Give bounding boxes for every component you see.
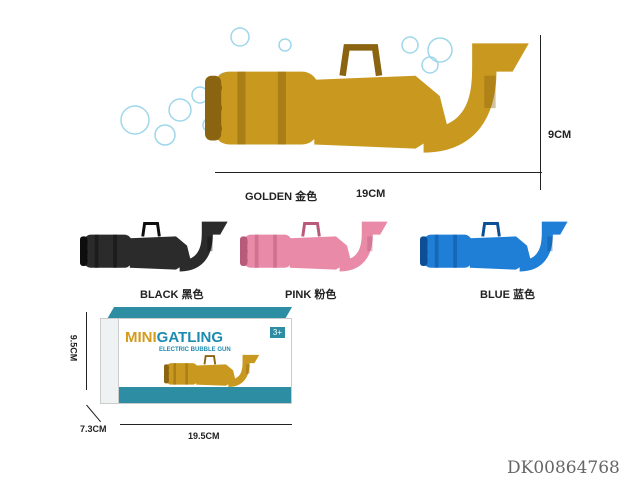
box-front: MINIGATLING ELECTRIC BUBBLE GUN 3+ <box>118 318 292 404</box>
box-length-line <box>120 424 292 425</box>
age-badge: 3+ <box>269 327 285 338</box>
box-title-mini: MINI <box>125 329 157 346</box>
gun-height-label: 9CM <box>548 129 572 141</box>
pink-gun-image <box>240 215 395 280</box>
blue-label: BLUE 蓝色 <box>480 289 535 301</box>
box-height-label: 9.5CM <box>68 334 79 362</box>
height-dimension-line <box>540 35 541 190</box>
pink-label: PINK 粉色 <box>285 289 337 301</box>
box-title-gatling: GATLING <box>156 329 224 346</box>
black-gun-image <box>80 215 235 280</box>
box-depth-label: 7.3CM <box>80 424 107 434</box>
box-depth-line <box>86 404 102 423</box>
length-dimension-line <box>215 172 542 173</box>
black-label: BLACK 黑色 <box>140 289 204 301</box>
golden-label: GOLDEN 金色 <box>245 191 318 203</box>
golden-gun-image <box>205 30 545 170</box>
blue-gun-image <box>420 215 575 280</box>
product-code: DK00864768 <box>507 458 620 478</box>
box-length-label: 19.5CM <box>188 431 220 441</box>
box-wave <box>119 387 291 403</box>
gun-length-label: 19CM <box>356 188 386 200</box>
box-height-line <box>86 312 87 390</box>
box-subtitle: ELECTRIC BUBBLE GUN <box>159 347 231 353</box>
